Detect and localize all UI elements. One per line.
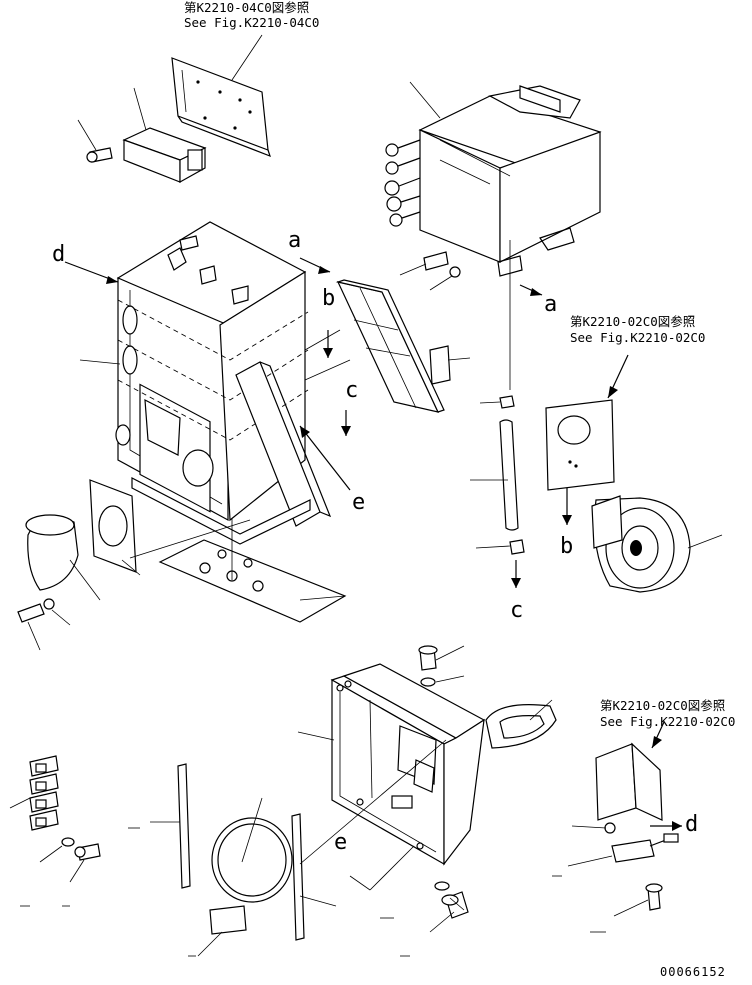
reference-right-bottom-jp: 第K2210-02C0図参照 <box>600 698 726 713</box>
hose-clip-bottom <box>509 539 525 555</box>
base-frame <box>131 477 311 545</box>
reference-top-jp: 第K2210-04C0図参照 <box>184 0 310 15</box>
drain-hose <box>499 419 519 531</box>
blower-bracket <box>545 399 615 491</box>
bracket-plate <box>171 57 271 158</box>
leader-lines-middle-right <box>470 354 723 588</box>
washer-connector <box>61 837 75 847</box>
marker-e-housing: e <box>334 830 348 855</box>
screw-sensor-top <box>604 822 616 834</box>
marker-a-heater: a <box>544 292 558 317</box>
reference-top-en: See Fig.K2210-04C0 <box>184 15 320 30</box>
bolt-top-left <box>86 147 113 163</box>
washer-top <box>420 677 436 687</box>
hose-clip-top <box>499 395 515 409</box>
duct-elbow <box>25 514 79 591</box>
bottom-plate <box>158 539 347 623</box>
marker-e-case: e <box>352 490 366 515</box>
gasket-plate <box>89 479 137 573</box>
seal-tape <box>209 905 247 935</box>
leader-lines-lower-left <box>27 518 346 651</box>
control-module <box>122 127 207 184</box>
seal-strip-left <box>177 763 191 889</box>
reference-right-bottom-en: See Fig.K2210-02C0 <box>600 714 736 729</box>
heater-bolt <box>423 251 461 278</box>
marker-b-case: b <box>322 286 336 311</box>
reference-right-middle-jp: 第K2210-02C0図参照 <box>570 314 696 329</box>
screw-top <box>418 645 438 671</box>
heater-core <box>418 85 602 277</box>
seal-strip-right <box>291 813 305 941</box>
marker-d-case: d <box>52 242 66 267</box>
leader-lines-top-left <box>77 34 263 151</box>
sensor-switch <box>611 833 679 863</box>
connector-block <box>29 755 59 831</box>
marker-c-hose: c <box>510 598 524 623</box>
bolt-connector <box>74 843 101 861</box>
main-case <box>115 221 351 522</box>
support-bracket-long <box>235 361 332 527</box>
duct-frame <box>485 704 557 749</box>
marker-b-blower: b <box>560 534 574 559</box>
sensor-bracket <box>595 742 663 821</box>
seal-ring <box>211 817 293 903</box>
blower-fan <box>591 495 691 593</box>
marker-c-case: c <box>345 378 359 403</box>
evaporator-housing <box>330 663 486 866</box>
figure-code: 00066152 <box>660 965 726 979</box>
bolt-lower-left <box>17 598 55 623</box>
bolt-bottom <box>441 891 469 919</box>
leader-lines-bottom <box>9 645 682 957</box>
leader-lines-top-right <box>399 81 543 390</box>
marker-d-sensor: d <box>685 812 699 837</box>
screw-sensor-bottom <box>645 883 663 911</box>
heater-hoses <box>384 139 421 227</box>
washer-bottom <box>434 881 450 891</box>
marker-a-case: a <box>288 228 302 253</box>
leader-lines-middle-left <box>64 257 471 491</box>
reference-right-middle-en: See Fig.K2210-02C0 <box>570 330 706 345</box>
air-filter <box>335 279 451 413</box>
